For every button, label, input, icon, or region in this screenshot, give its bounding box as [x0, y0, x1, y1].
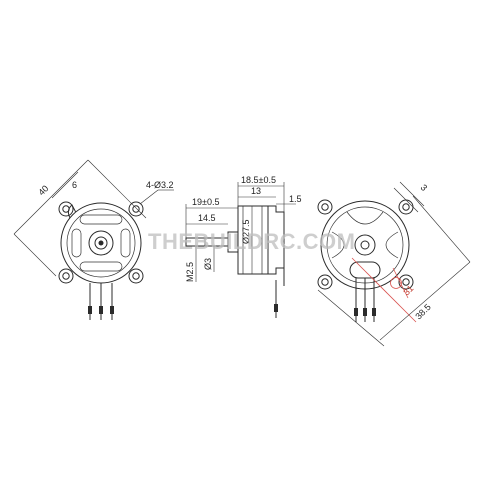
slot-top [79, 214, 123, 225]
leader-holes [139, 189, 159, 205]
dim-line-31 [351, 257, 417, 323]
dim-line-3-ear [399, 181, 425, 207]
mount-ear-bottom-right [128, 268, 144, 284]
motor-hub-inner [94, 236, 108, 250]
dim-line-6 [51, 171, 79, 199]
dim-label-6: 6 [72, 180, 77, 190]
rear-ear-top-left [317, 199, 333, 215]
dim-label-27-5: Ø27.5 [241, 219, 251, 244]
motor-inner-ring [66, 208, 136, 278]
rear-wire-base [349, 261, 381, 279]
motor-hub [88, 230, 114, 256]
rear-ear-bottom-right [398, 274, 414, 290]
dim-label-ear: 3 [419, 182, 430, 193]
rear-spoke-top [346, 211, 384, 225]
dim-label-1-5: 1.5 [289, 194, 302, 204]
mount-hole-bottom-left [62, 272, 70, 280]
dim-label-31: 31 [401, 283, 415, 297]
prop-adapter-side [227, 231, 239, 253]
rear-spoke-right [385, 231, 399, 259]
mount-ear-top-left [58, 201, 74, 217]
dim-label-3: Ø3 [203, 258, 213, 270]
dim-label-holes: 4-Ø3.2 [146, 180, 174, 190]
slot-right [120, 228, 131, 258]
dim-label-40: 40 [36, 183, 50, 197]
mount-ear-bottom-left [58, 268, 74, 284]
rear-ear-top-right [398, 199, 414, 215]
mount-hole-top-right [132, 205, 140, 213]
mount-hole-top-left [62, 205, 70, 213]
motor-shaft-end [98, 240, 104, 246]
dim-line-40 [13, 159, 89, 235]
mount-flange-side [268, 205, 285, 286]
mount-ear-top-right [128, 201, 144, 217]
right-rear-view: 3 31 38.5 [317, 181, 471, 347]
dim-label-38-5: 38.5 [413, 302, 432, 321]
mount-hole-bottom-right [132, 272, 140, 280]
slot-left [71, 228, 82, 258]
dim-label-14-5: 14.5 [198, 213, 216, 223]
rear-hub [354, 234, 376, 256]
dim-line-38-5 [379, 261, 471, 341]
side-view: 18.5±0.5 13 19±0.5 14.5 1.5 Ø27.5 Ø3 M2.… [185, 175, 302, 318]
dim-label-19: 19±0.5 [192, 197, 219, 207]
dim-label-m2-5: M2.5 [185, 262, 195, 282]
left-front-view: 40 6 4-Ø3.2 [13, 159, 174, 320]
rear-spoke-left [331, 231, 345, 259]
red-hole-highlight [390, 277, 402, 289]
rear-ear-bottom-left [317, 274, 333, 290]
slot-bottom [79, 261, 123, 272]
watermark-text: THEBUILDRC.COM [148, 229, 355, 254]
dim-label-13: 13 [251, 186, 261, 196]
dim-label-18-5: 18.5±0.5 [241, 175, 276, 185]
